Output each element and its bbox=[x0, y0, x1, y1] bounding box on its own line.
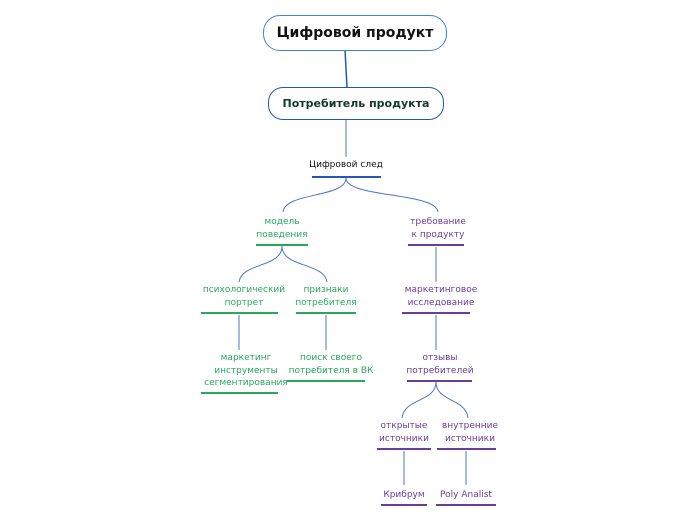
connector-behavior-psych bbox=[238, 245, 283, 283]
trace-node[interactable]: Цифровой след bbox=[309, 160, 383, 170]
main-topic-node[interactable]: Потребитель продукта bbox=[268, 87, 444, 120]
connector-reviews-open bbox=[401, 381, 437, 419]
connector-trace-requirements bbox=[345, 177, 439, 213]
kribrum-node[interactable]: Крибрум bbox=[383, 490, 425, 500]
root-node-label: Цифровой продукт bbox=[276, 25, 434, 41]
connector-trace-behavior bbox=[282, 177, 347, 213]
main-topic-label: Потребитель продукта bbox=[282, 97, 430, 110]
poly-analist-node[interactable]: Poly Analist bbox=[440, 490, 492, 500]
root-node[interactable]: Цифровой продукт bbox=[263, 15, 447, 51]
connector-behavior-traits bbox=[281, 245, 328, 283]
connector-root-main bbox=[344, 49, 348, 88]
connector-reviews-internal bbox=[435, 381, 469, 419]
